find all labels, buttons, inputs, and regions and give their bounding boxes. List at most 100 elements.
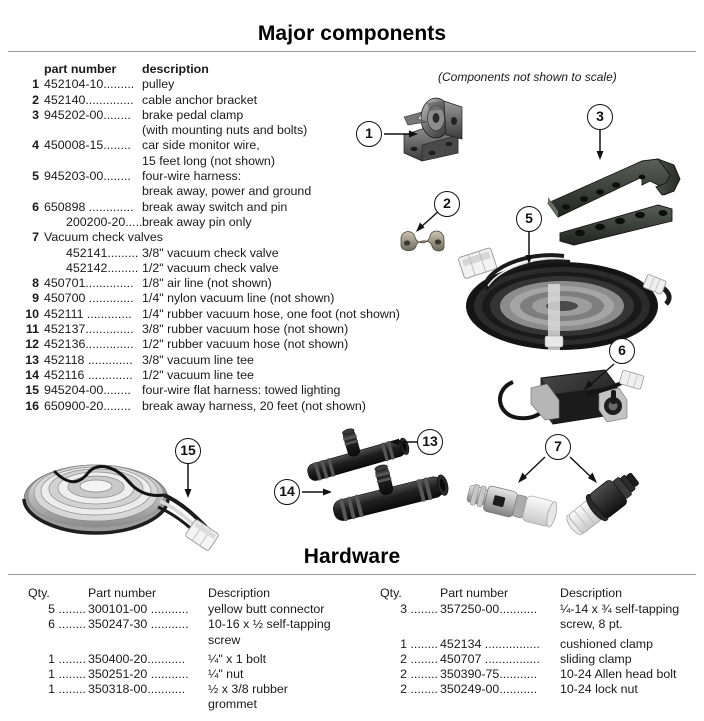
parts-row-part-number: 452142......... bbox=[66, 260, 139, 275]
parts-row-index: 13 bbox=[25, 352, 39, 367]
hardware-row-description: ¼-14 x ¾ self-tapping bbox=[560, 602, 680, 617]
hardware-table-row: 2 ........350390-75...........10-24 Alle… bbox=[378, 667, 698, 682]
hardware-table-right: Qty. Part number Description 3 ........3… bbox=[378, 586, 698, 697]
parts-row-index: 7 bbox=[32, 230, 39, 245]
four-wire-harness-illustration bbox=[452, 238, 682, 358]
parts-row-part-number: 450008-15........ bbox=[44, 138, 131, 153]
brake-pedal-clamp-illustration bbox=[546, 155, 696, 246]
parts-list-row: 452141.........3/8" vacuum check valve bbox=[20, 246, 410, 261]
hardware-table-row: 5 ........300101-00 ...........yellow bu… bbox=[26, 602, 366, 617]
parts-header-index bbox=[20, 62, 44, 77]
parts-row-description: break away, power and ground bbox=[142, 184, 312, 199]
hardware-row-description: ¼" nut bbox=[208, 667, 244, 682]
hardware-row-description: ¼" x 1 bolt bbox=[208, 651, 267, 666]
parts-row-index: 3 bbox=[32, 107, 39, 122]
leader-1 bbox=[384, 129, 418, 139]
hardware-right-header-part-number: Part number bbox=[440, 586, 509, 600]
parts-list-row: 200200-20.......break away pin only bbox=[20, 215, 410, 230]
parts-row-index: 5 bbox=[32, 169, 39, 184]
hardware-table-row: screw, 8 pt. bbox=[378, 617, 698, 632]
parts-row-part-number: 945203-00........ bbox=[44, 169, 131, 184]
parts-row-index: 6 bbox=[32, 199, 39, 214]
hardware-left-header: Qty. Part number Description bbox=[26, 586, 366, 601]
parts-row-description: brake pedal clamp bbox=[142, 107, 244, 122]
parts-list-row: 5 945203-00........ four-wire harness: bbox=[20, 169, 410, 184]
callout-2[interactable]: 2 bbox=[434, 191, 460, 217]
parts-row-description: break away switch and pin bbox=[142, 199, 288, 214]
parts-row-index: 12 bbox=[25, 337, 39, 352]
hardware-right-header-qty: Qty. bbox=[380, 586, 402, 600]
divider-major bbox=[8, 51, 696, 52]
hardware-table-row: 2 ........450707 ................sliding… bbox=[378, 652, 698, 667]
callout-5[interactable]: 5 bbox=[516, 206, 542, 232]
callout-15[interactable]: 15 bbox=[175, 438, 201, 464]
leader-7-left bbox=[515, 455, 547, 487]
parts-row-index bbox=[20, 261, 44, 276]
hardware-row-qty: 1 ........ bbox=[48, 682, 86, 697]
parts-list-row: 452142.........1/2" vacuum check valve bbox=[20, 261, 410, 276]
parts-row-index bbox=[20, 123, 44, 138]
parts-row-description bbox=[163, 230, 410, 245]
hardware-left-header-qty: Qty. bbox=[28, 586, 50, 600]
parts-list-row: break away, power and ground bbox=[20, 184, 410, 199]
parts-row-part-number: 452116 ............. bbox=[44, 367, 133, 382]
hardware-row-part-number: 452134 ................ bbox=[440, 636, 540, 651]
hardware-row-description: cushioned clamp bbox=[560, 636, 653, 651]
parts-header-part-number: part number bbox=[44, 62, 117, 76]
parts-row-description: 3/8" rubber vacuum hose (not shown) bbox=[142, 322, 349, 337]
parts-row-index bbox=[20, 184, 44, 199]
parts-row-description: 1/2" vacuum line tee bbox=[142, 367, 254, 382]
parts-row-description: 15 feet long (not shown) bbox=[142, 153, 275, 168]
parts-header-description: description bbox=[142, 62, 209, 76]
hardware-row-part-number: 350249-00........... bbox=[440, 682, 538, 697]
hardware-row-part-number: 350390-75........... bbox=[440, 667, 538, 682]
leader-14 bbox=[302, 487, 332, 497]
parts-row-index: 2 bbox=[32, 92, 39, 107]
hardware-row-description: screw bbox=[208, 632, 241, 647]
callout-6[interactable]: 6 bbox=[609, 338, 635, 364]
hardware-row-qty: 3 ........ bbox=[400, 602, 438, 617]
hardware-table-row: 6 ........350247-30 ...........10-16 x ½… bbox=[26, 617, 366, 632]
parts-row-part-number: 450700 ............. bbox=[44, 291, 134, 306]
page-title-major-components: Major components bbox=[257, 22, 447, 45]
parts-list-row: 15 feet long (not shown) bbox=[20, 154, 410, 169]
hardware-row-description: 10-24 lock nut bbox=[560, 682, 638, 697]
break-away-switch-illustration bbox=[495, 360, 645, 440]
parts-row-index: 9 bbox=[32, 291, 39, 306]
hardware-row-qty: 1 ........ bbox=[48, 667, 86, 682]
parts-row-part-number: 945204-00........ bbox=[44, 383, 131, 398]
hardware-left-header-part-number: Part number bbox=[88, 586, 157, 600]
hardware-row-part-number: 350318-00........... bbox=[88, 682, 186, 697]
hardware-row-description: grommet bbox=[208, 697, 257, 712]
callout-7[interactable]: 7 bbox=[545, 434, 571, 460]
hardware-table-row: 3 ........357250-00........... ¼-14 x ¾ s… bbox=[378, 602, 698, 617]
hardware-right-header-description: Description bbox=[560, 586, 622, 600]
hardware-row-description: 10-16 x ½ self-tapping bbox=[208, 617, 331, 632]
leader-5 bbox=[523, 232, 535, 264]
parts-row-description: 1/4" rubber vacuum hose, one foot (not s… bbox=[142, 306, 400, 321]
hardware-row-qty: 5 ........ bbox=[48, 602, 86, 617]
parts-row-description: four-wire harness: bbox=[142, 169, 242, 184]
callout-1[interactable]: 1 bbox=[356, 121, 382, 147]
hardware-row-description: yellow butt connector bbox=[208, 602, 325, 617]
hardware-row-part-number: 350400-20........... bbox=[88, 651, 186, 666]
callout-13[interactable]: 13 bbox=[417, 429, 443, 455]
hardware-row-part-number: 357250-00........... bbox=[440, 602, 538, 617]
parts-row-part-number: 452141......... bbox=[66, 245, 139, 260]
hardware-row-part-number: 450707 ................ bbox=[440, 651, 540, 666]
parts-row-index: 14 bbox=[25, 367, 39, 382]
callout-14[interactable]: 14 bbox=[274, 479, 300, 505]
vacuum-check-valves-illustration bbox=[466, 465, 658, 540]
callout-3[interactable]: 3 bbox=[587, 104, 613, 130]
hardware-row-qty: 6 ........ bbox=[48, 617, 86, 632]
hardware-row-description: 10-24 Allen head bolt bbox=[560, 667, 677, 682]
flat-harness-coil-illustration bbox=[18, 447, 233, 551]
hardware-row-qty: 2 ........ bbox=[400, 682, 438, 697]
